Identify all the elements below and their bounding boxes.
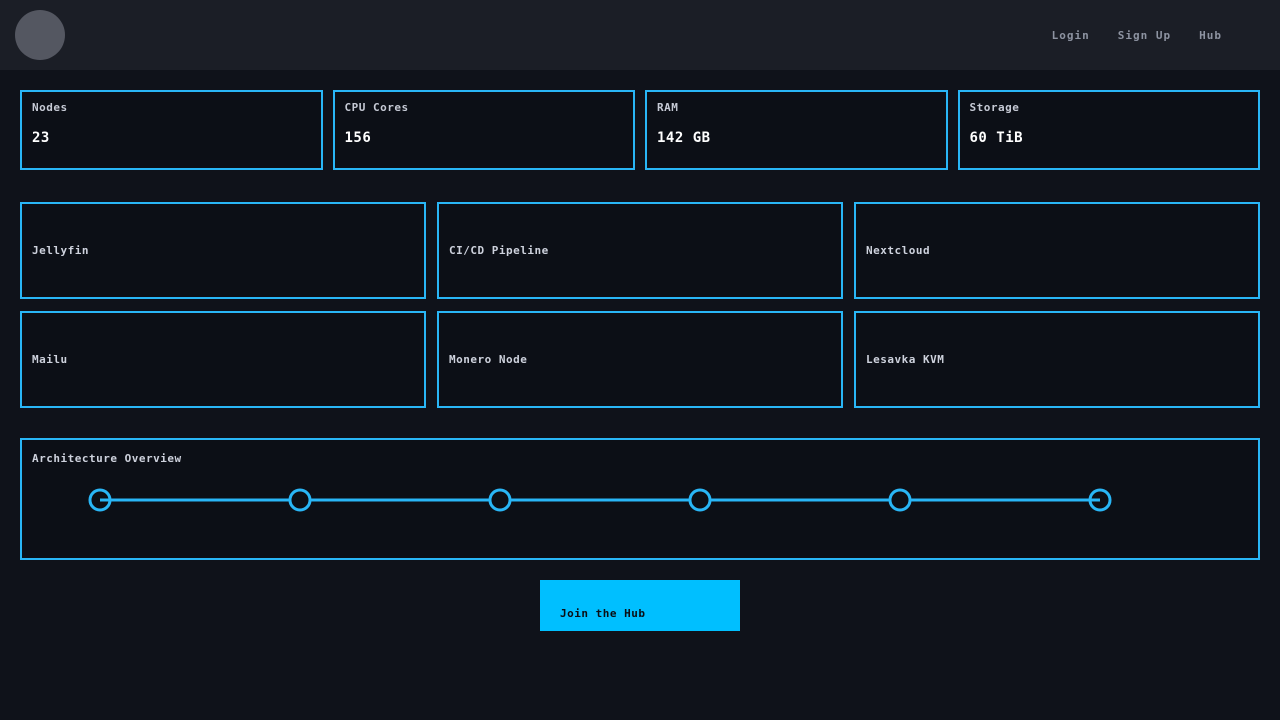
join-hub-button[interactable]: Join the Hub	[540, 580, 740, 631]
nav-link-login[interactable]: Login	[1051, 28, 1090, 42]
services-grid: Jellyfin CI/CD Pipeline Nextcloud Mailu …	[20, 202, 1260, 408]
stat-value: 156	[344, 130, 372, 146]
service-title: Lesavka KVM	[866, 353, 945, 366]
logo-avatar	[15, 10, 65, 60]
architecture-node-icon	[888, 488, 912, 512]
cta-container: Join the Hub	[20, 580, 1260, 631]
main-content: Nodes 23 CPU Cores 156 RAM 142 GB Storag…	[20, 90, 1260, 631]
architecture-overview-panel: Architecture Overview	[20, 438, 1260, 560]
service-title: Monero Node	[449, 353, 528, 366]
stat-card-ram: RAM 142 GB	[645, 90, 948, 170]
service-card-cicd-pipeline[interactable]: CI/CD Pipeline	[437, 202, 843, 299]
architecture-overview-title: Architecture Overview	[32, 452, 182, 465]
nav-links: Login Sign Up Hub	[1052, 29, 1222, 42]
architecture-node-icon	[1088, 488, 1112, 512]
stat-label: Storage	[969, 101, 1020, 114]
stat-label: Nodes	[32, 101, 68, 114]
service-card-nextcloud[interactable]: Nextcloud	[854, 202, 1260, 299]
service-title: Nextcloud	[866, 244, 931, 257]
stat-value: 23	[32, 130, 50, 146]
stat-card-cpu-cores: CPU Cores 156	[332, 90, 635, 170]
service-title: Mailu	[32, 353, 68, 366]
service-title: Jellyfin	[32, 244, 89, 257]
stat-label: CPU Cores	[344, 101, 409, 114]
stat-value: 142 GB	[657, 130, 711, 146]
architecture-node-icon	[88, 488, 112, 512]
nav-link-hub[interactable]: Hub	[1199, 28, 1222, 42]
stat-card-storage: Storage 60 TiB	[957, 90, 1260, 170]
stats-row: Nodes 23 CPU Cores 156 RAM 142 GB Storag…	[20, 90, 1260, 170]
architecture-diagram	[88, 488, 1112, 512]
service-card-mailu[interactable]: Mailu	[20, 311, 426, 408]
navbar: Login Sign Up Hub	[0, 0, 1280, 70]
architecture-node-icon	[488, 488, 512, 512]
stat-card-nodes: Nodes 23	[20, 90, 323, 170]
architecture-node-icon	[288, 488, 312, 512]
service-card-jellyfin[interactable]: Jellyfin	[20, 202, 426, 299]
service-title: CI/CD Pipeline	[449, 244, 549, 257]
stat-value: 60 TiB	[969, 130, 1024, 146]
architecture-node-icon	[688, 488, 712, 512]
service-card-monero-node[interactable]: Monero Node	[437, 311, 843, 408]
stat-label: RAM	[657, 101, 679, 114]
nav-link-signup[interactable]: Sign Up	[1117, 28, 1172, 42]
service-card-lesavka-kvm[interactable]: Lesavka KVM	[854, 311, 1260, 408]
